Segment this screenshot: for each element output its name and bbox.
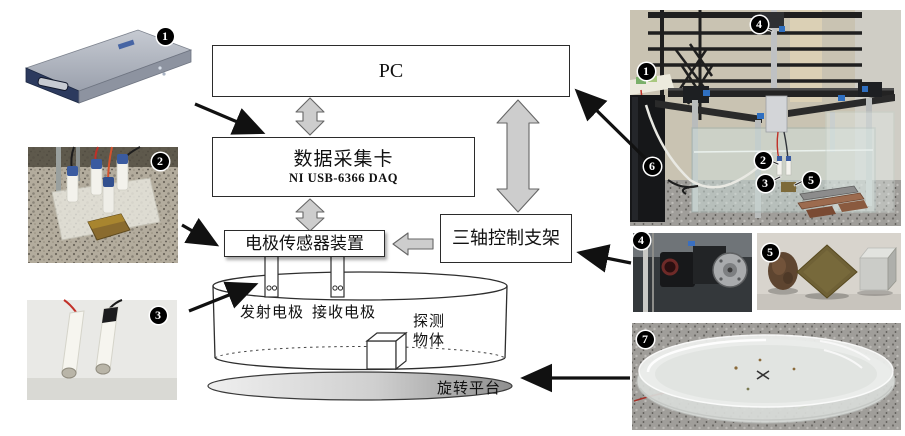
arrow-photo3-to-tank xyxy=(188,281,259,313)
node-three-axis-gantry: 三轴控制支架 xyxy=(440,214,572,263)
receive-electrode-label: 接收电极 xyxy=(311,305,376,321)
daq-sublabel: NI USB-6366 DAQ xyxy=(289,170,398,185)
photo-acrylic-dish xyxy=(632,323,901,430)
flow-arrows-gray xyxy=(295,97,540,256)
transmit-electrode-label: 发射电极 xyxy=(239,305,304,321)
photo-sample-objects xyxy=(757,233,901,310)
badge-probe-photo: 3 xyxy=(149,306,167,324)
badge-samples-photo: 5 xyxy=(761,243,779,261)
photo-daq-device xyxy=(24,29,193,104)
water-tank xyxy=(212,253,508,371)
daq-label: 数据采集卡 xyxy=(293,148,394,170)
badge-rig-motor-top: 4 xyxy=(750,15,768,33)
detection-object-label-line1: 探测 xyxy=(412,314,445,330)
arrow-gantry-sensor xyxy=(392,232,434,256)
rotating-platform xyxy=(207,371,513,401)
badge-rig-probes: 3 xyxy=(756,174,774,192)
arrow-pc-daq xyxy=(295,97,325,136)
badge-rig-computer: 1 xyxy=(637,62,655,80)
photo-probe-electrodes xyxy=(27,299,177,400)
arrow-photo4-to-gantry xyxy=(576,244,632,273)
node-daq: 数据采集卡 NI USB-6366 DAQ xyxy=(212,137,475,197)
badge-fixture-photo: 2 xyxy=(151,152,169,170)
pc-label: PC xyxy=(378,59,404,82)
badge-dish-photo: 7 xyxy=(636,330,654,348)
arrow-daq-sensor xyxy=(295,198,325,232)
rotating-platform-label: 旋转平台 xyxy=(436,381,501,397)
annotation-arrows xyxy=(181,88,651,393)
badge-daq-photo: 1 xyxy=(156,27,174,45)
photo-full-rig xyxy=(630,10,901,226)
electrode-stems xyxy=(264,253,345,298)
sensor-label: 电极传感器装置 xyxy=(245,233,364,253)
detection-object-label-line2: 物体 xyxy=(412,333,445,349)
arrow-photo2-to-sensor xyxy=(181,217,220,247)
node-electrode-sensor: 电极传感器装置 xyxy=(224,230,385,257)
badge-motor-photo: 4 xyxy=(632,231,650,249)
arrow-pc-gantry xyxy=(496,99,540,213)
arrow-rig-to-pc xyxy=(574,88,651,164)
detection-object-cube xyxy=(365,331,408,371)
arrow-photo1-to-daq xyxy=(194,102,266,135)
node-pc: PC xyxy=(212,45,570,97)
badge-rig-tower: 6 xyxy=(643,157,661,175)
photo-rotation-motor xyxy=(633,233,752,312)
gantry-label: 三轴控制支架 xyxy=(452,228,560,249)
badge-rig-sample: 5 xyxy=(802,171,820,189)
badge-rig-electrodes: 2 xyxy=(754,151,772,169)
